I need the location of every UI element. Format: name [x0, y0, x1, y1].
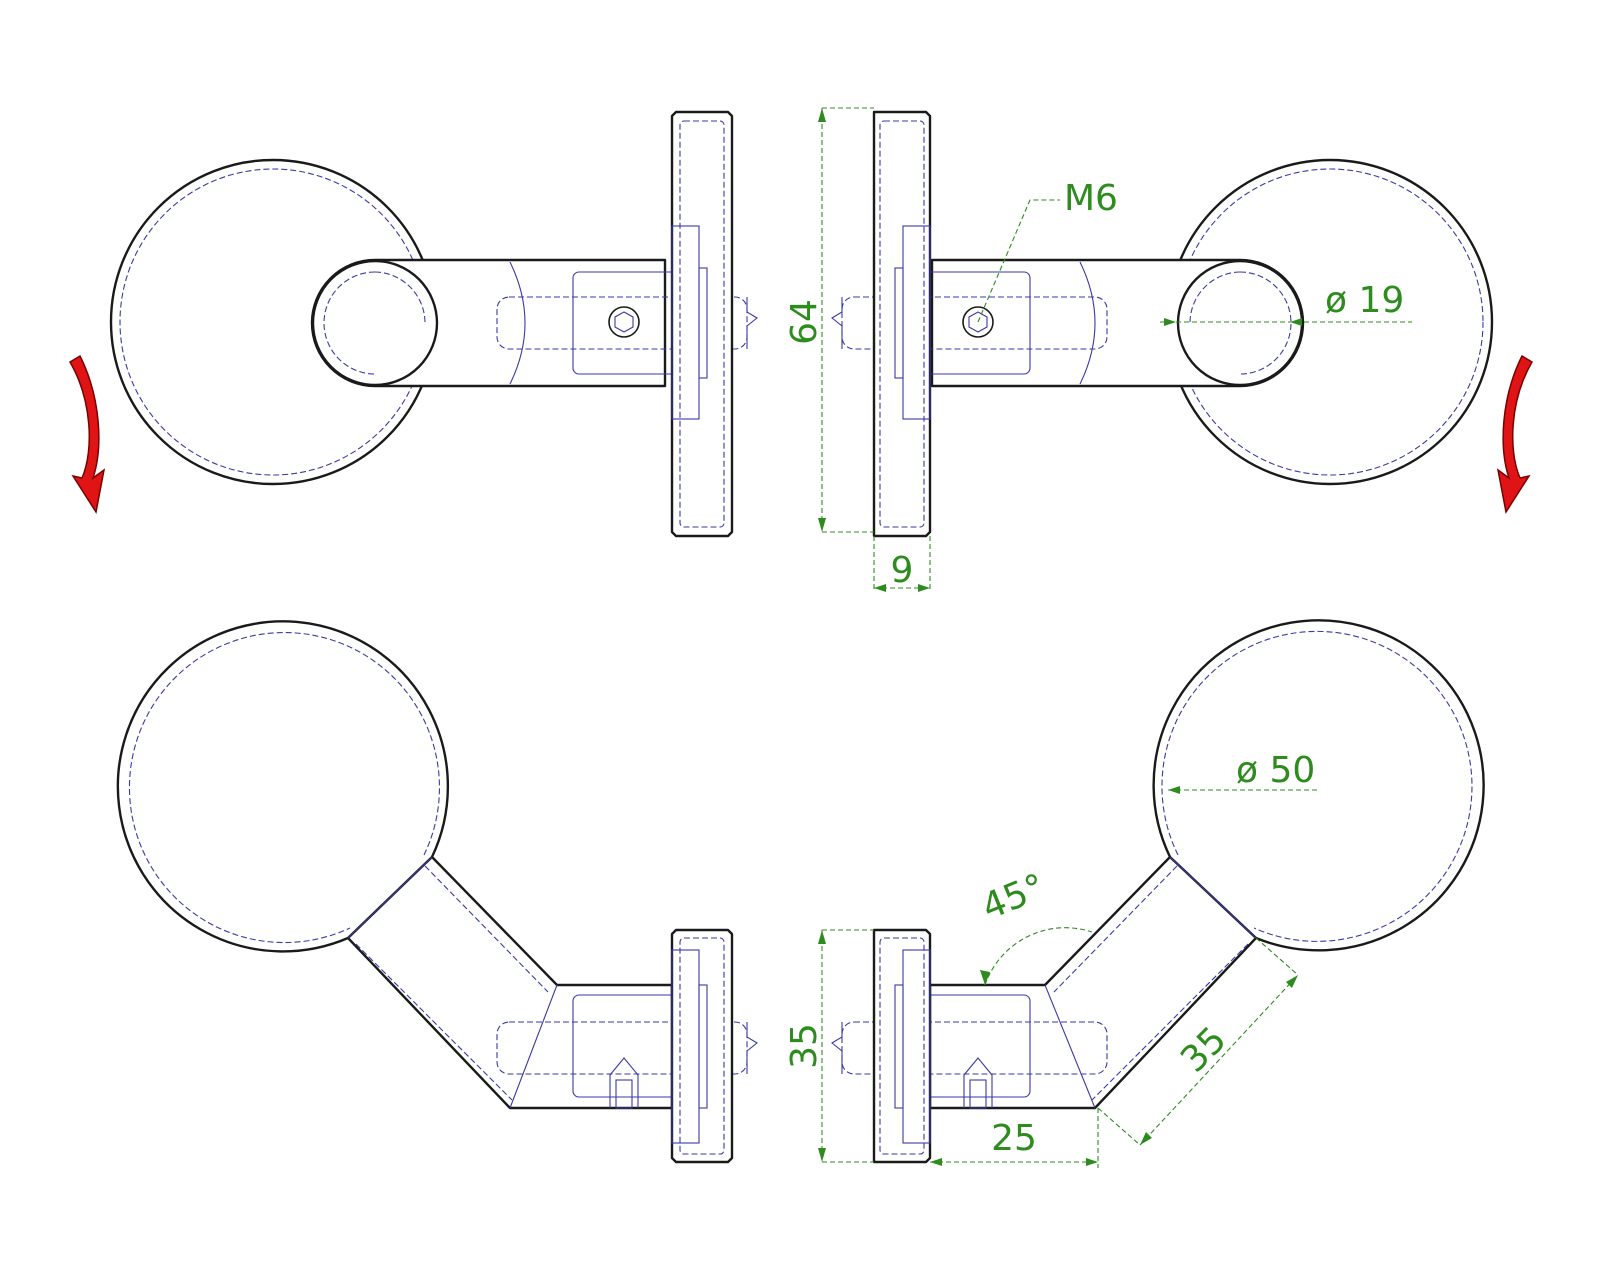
dimension-height-bottom: 35: [784, 929, 874, 1163]
dimension-offset: 25: [930, 1108, 1099, 1168]
bottom-view-left-clamp: [116, 620, 758, 1164]
dimension-thickness: 9: [873, 536, 931, 592]
dimension-label-arm-length: 35: [1173, 1019, 1234, 1080]
dia-small-label: ø 19: [1325, 280, 1404, 321]
top-view-left-clamp: [109, 110, 758, 538]
rotate-left-arrow-icon: [68, 354, 106, 514]
dimension-label-angle: 45°: [976, 866, 1051, 928]
thread-label: M6: [1064, 178, 1118, 219]
top-view-right-clamp: [831, 110, 1494, 538]
dimension-height-top: 64: [784, 107, 874, 533]
dimension-thread-leader: M6: [977, 178, 1118, 323]
dia-large-label: ø 50: [1236, 750, 1315, 791]
dimension-label-height-top: 64: [784, 299, 825, 345]
rotate-right-arrow-icon: [1496, 354, 1534, 514]
dimension-dia-small: ø 19: [1160, 280, 1412, 326]
dimension-label-height-bottom: 35: [784, 1023, 825, 1069]
dimension-label-thickness: 9: [891, 550, 914, 591]
dimension-label-offset: 25: [991, 1118, 1037, 1159]
dimension-dia-large: ø 50: [1168, 750, 1318, 794]
bottom-view-right-clamp: [831, 619, 1485, 1164]
